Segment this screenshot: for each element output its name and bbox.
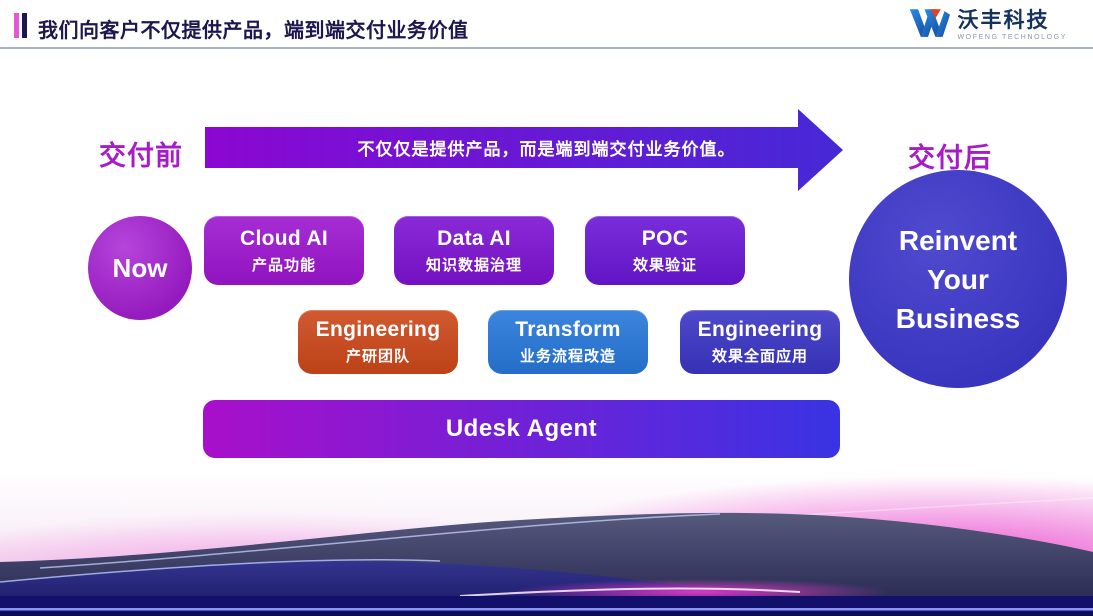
phase-before-label: 交付前 bbox=[99, 141, 183, 171]
stage-title: POC bbox=[641, 226, 689, 250]
stage-subtitle: 效果全面应用 bbox=[711, 348, 808, 365]
udesk-agent-bar: Udesk Agent bbox=[203, 400, 840, 458]
wofeng-w-icon bbox=[908, 7, 951, 44]
stage-subtitle: 知识数据治理 bbox=[425, 256, 522, 274]
reinvent-business-circle: Reinvent Your Business bbox=[849, 170, 1067, 388]
arrow-message: 不仅仅是提供产品，而是端到端交付业务价值。 bbox=[357, 140, 736, 159]
stage-transform: Transform 业务流程改造 bbox=[488, 310, 648, 374]
company-logo: 沃丰科技 WOFENG TECHNOLOGY bbox=[908, 7, 1067, 44]
title-accent-bar-pink bbox=[14, 13, 19, 38]
now-circle: Now bbox=[88, 216, 192, 320]
stage-title: Transform bbox=[515, 318, 621, 341]
stage-title: Engineering bbox=[315, 318, 441, 341]
platform-label: Udesk Agent bbox=[445, 415, 598, 442]
stage-title: Cloud AI bbox=[240, 226, 328, 250]
page-title: 我们向客户不仅提供产品，端到端交付业务价值 bbox=[38, 20, 469, 42]
stage-title: Engineering bbox=[697, 318, 823, 341]
phase-after-label: 交付后 bbox=[908, 143, 992, 173]
flow-arrow: 不仅仅是提供产品，而是端到端交付业务价值。 bbox=[205, 109, 843, 191]
stage-engineering-team: Engineering 产研团队 bbox=[298, 310, 458, 374]
arrow-shape bbox=[205, 109, 843, 191]
logo-name: 沃丰科技 bbox=[957, 9, 1050, 32]
stage-subtitle: 产品功能 bbox=[251, 256, 316, 274]
stage-title: Data AI bbox=[437, 226, 511, 250]
header-divider bbox=[0, 47, 1093, 49]
title-accent-bar-navy bbox=[22, 13, 27, 38]
stage-engineering-apply: Engineering 效果全面应用 bbox=[680, 310, 840, 374]
logo-subtitle: WOFENG TECHNOLOGY bbox=[957, 34, 1067, 41]
wave-graphic bbox=[0, 497, 1093, 616]
result-text: Reinvent Your Business bbox=[895, 224, 1021, 334]
stage-poc: POC 效果验证 bbox=[585, 216, 745, 285]
stage-subtitle: 业务流程改造 bbox=[519, 348, 616, 365]
stage-subtitle: 产研团队 bbox=[345, 348, 410, 365]
stage-data-ai: Data AI 知识数据治理 bbox=[394, 216, 554, 285]
stage-subtitle: 效果验证 bbox=[632, 256, 697, 274]
decorative-wave-footer bbox=[0, 470, 1093, 616]
now-label: Now bbox=[112, 252, 168, 283]
stage-cloud-ai: Cloud AI 产品功能 bbox=[204, 216, 364, 285]
